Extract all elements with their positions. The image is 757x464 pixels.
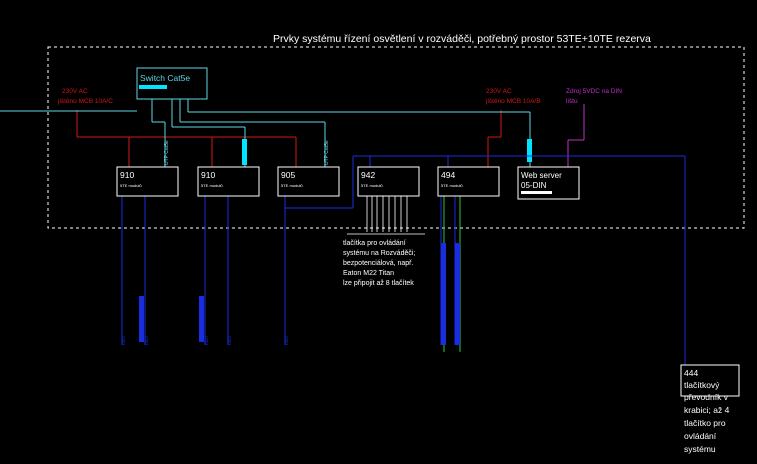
- power-right-line2: jištěno MCB 10A/B: [485, 98, 541, 105]
- switch-label: Switch Cat5e: [140, 73, 190, 83]
- webserver-line1: Web server: [521, 171, 562, 180]
- buttons-note-line: lze připojit až 8 tlačítek: [343, 280, 414, 287]
- converter-line: 444: [684, 368, 698, 378]
- module-3: 905 5TE modulů: [277, 166, 340, 197]
- power-right-line1: 230V AC: [486, 88, 512, 95]
- buttons-note-line: tlačítka pro ovládání: [343, 240, 406, 247]
- button-lines: [347, 196, 425, 235]
- module-4: 942 5TE modulů: [357, 166, 420, 197]
- connector-block: [527, 139, 532, 162]
- converter-line: převodník v: [684, 392, 729, 402]
- svg-text:DALI: DALI: [121, 336, 126, 345]
- psu-wiring: [567, 104, 585, 167]
- webserver-box: Web server 05-DIN: [517, 166, 580, 200]
- module-sub: 5TE modulů: [281, 183, 303, 188]
- buttons-note-line: bezpotenciálová, např.: [343, 260, 413, 267]
- module-sub: 5TE modulů: [201, 183, 223, 188]
- module-sub: 5TE modulů: [441, 183, 463, 188]
- module-code: 905: [281, 170, 295, 180]
- webserver-indicator: [521, 191, 552, 194]
- switchboard-enclosure: [47, 46, 745, 229]
- module-code: 910: [120, 170, 134, 180]
- svg-text:DALI: DALI: [204, 336, 209, 345]
- power-left-line1: 230V AC: [62, 88, 88, 95]
- buttons-note: tlačítka pro ovládání systému na Rozvádě…: [343, 240, 415, 287]
- module-sub: 5TE modulů: [361, 183, 383, 188]
- psu-line1: Zdroj 5VDC na DIN: [566, 88, 622, 95]
- module-sub: 5TE modulů: [120, 183, 142, 188]
- converter-line: tlačítko pro: [684, 418, 726, 428]
- svg-text:DALI: DALI: [284, 336, 289, 345]
- webserver-line2: 05-DIN: [521, 181, 547, 190]
- module-code: 910: [201, 170, 215, 180]
- buttons-note-line: systému na Rozváděči;: [343, 250, 415, 257]
- switch-indicator: [139, 85, 167, 89]
- power-wiring-left: [76, 110, 297, 167]
- converter-444: 444 tlačítkový převodník v krabici; až 4…: [680, 364, 740, 454]
- module-code: 942: [361, 170, 375, 180]
- module-5: 494 5TE modulů: [437, 166, 500, 197]
- diagram-title: Prvky systému řízení osvětlení v rozvádě…: [273, 33, 651, 45]
- svg-text:DALI: DALI: [227, 336, 232, 345]
- connector-block: [242, 139, 247, 165]
- drop-labels: DALI DALI DALI DALI DALI: [121, 336, 289, 345]
- power-left-line2: jištěno MCB 10A/C: [57, 98, 113, 105]
- module-1: 910 5TE modulů: [116, 166, 179, 197]
- converter-line: ovládání: [684, 431, 717, 441]
- buttons-note-line: Eaton M22 Titan: [343, 270, 394, 277]
- converter-line: systému: [684, 444, 716, 454]
- terminal-blocks: [139, 243, 460, 345]
- converter-line: krabici; až 4: [684, 405, 730, 415]
- psu-line2: lištu: [566, 98, 578, 105]
- module-code: 494: [441, 170, 455, 180]
- utp-label-2: UTP Cat5e: [324, 140, 330, 165]
- utp-wiring: [0, 99, 531, 167]
- power-wiring-right: [487, 110, 502, 167]
- utp-label-1: UTP Cat5e: [164, 140, 170, 165]
- module-2: 910 5TE modulů: [197, 166, 260, 197]
- switch-box: Switch Cat5e: [136, 67, 208, 100]
- svg-text:DALI: DALI: [144, 336, 149, 345]
- converter-line: tlačítkový: [684, 380, 720, 390]
